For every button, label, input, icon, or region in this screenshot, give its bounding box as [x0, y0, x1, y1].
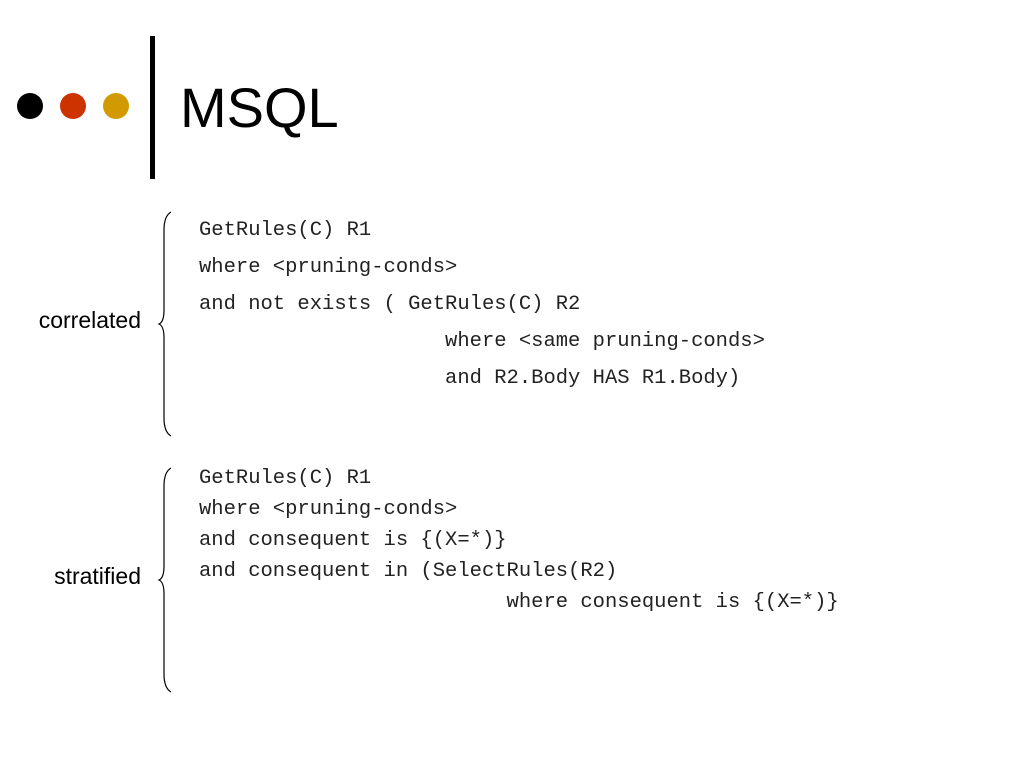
bullet-dot-gold: [103, 93, 129, 119]
bullet-dot-red: [60, 93, 86, 119]
correlated-label: correlated: [38, 307, 141, 333]
bullet-dot-black: [17, 93, 43, 119]
correlated-code-block: GetRules(C) R1 where <pruning-conds> and n…: [199, 216, 765, 401]
stratified-code-block: GetRules(C) R1 where <pruning-conds> and c…: [199, 467, 839, 622]
code-line: where <pruning-conds>: [199, 256, 458, 279]
title-divider: [150, 36, 155, 179]
correlated-brace: [157, 211, 172, 437]
code-line: GetRules(C) R1: [199, 219, 372, 242]
code-line: GetRules(C) R1: [199, 467, 372, 490]
code-line: where <same pruning-conds>: [199, 330, 765, 353]
stratified-label: stratified: [54, 563, 141, 589]
code-line: and consequent in (SelectRules(R2): [199, 560, 618, 583]
slide-title: MSQL: [180, 76, 339, 139]
code-line: where <pruning-conds>: [199, 498, 458, 521]
code-line: where consequent is {(X=*)}: [199, 591, 839, 614]
stratified-brace: [157, 467, 172, 693]
code-line: and not exists ( GetRules(C) R2: [199, 293, 581, 316]
code-line: and R2.Body HAS R1.Body): [199, 367, 741, 390]
code-line: and consequent is {(X=*)}: [199, 529, 507, 552]
